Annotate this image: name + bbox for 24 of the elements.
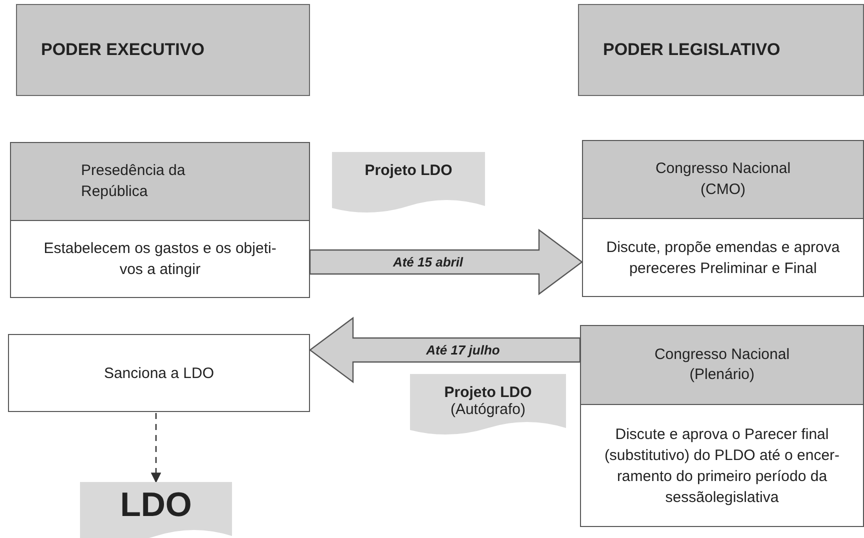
edge-label: Até 15 abril xyxy=(392,254,464,270)
process-box xyxy=(582,140,864,297)
document-shape xyxy=(80,482,232,538)
box-text: Discute, propõe emendas e aprova pereceres Preliminar e Final xyxy=(605,238,841,278)
block-arrow xyxy=(309,316,581,384)
document-subtitle: (Autógrafo) xyxy=(450,401,526,418)
document-title: Projeto LDO xyxy=(444,384,532,401)
box-header: Congresso Nacional (CMO) xyxy=(583,141,863,219)
document-title: LDO xyxy=(120,486,192,525)
document-title: Projeto LDO xyxy=(364,162,452,179)
arrow xyxy=(150,413,162,484)
header-box: PODER LEGISLATIVO xyxy=(578,4,864,96)
box-header: Congresso Nacional (Plenário) xyxy=(581,326,863,405)
edge-label: Até 17 julho xyxy=(426,342,500,358)
document-shape xyxy=(332,152,485,214)
process-box: Sanciona a LDO xyxy=(8,334,310,412)
block-arrow xyxy=(309,228,583,296)
box-text: Estabelecem os gastos e os objeti- vos a atingir xyxy=(42,239,278,280)
box-header: Presedência da República xyxy=(11,143,309,221)
box-text: Discute e aprova o Parecer final (substitutivo) do PLDO até o encer- ramento do primeiro período da sessãolegislativa xyxy=(603,424,841,508)
document-shape xyxy=(410,374,566,436)
process-box xyxy=(580,325,864,527)
process-box xyxy=(10,142,310,298)
header-box: PODER EXECUTIVO xyxy=(16,4,310,96)
